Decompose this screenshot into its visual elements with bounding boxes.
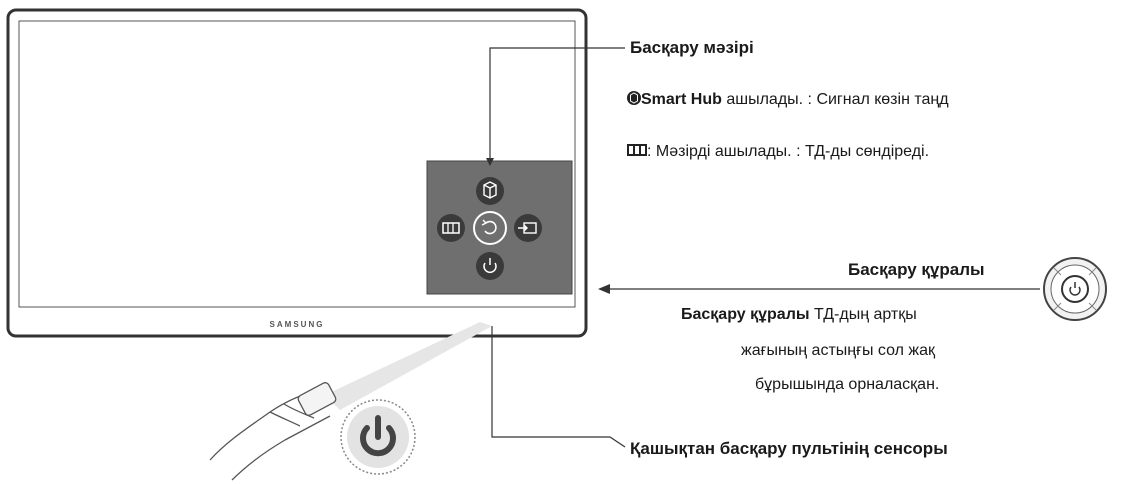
smart-hub-inline-icon	[627, 91, 641, 105]
remote-power-bubble	[340, 399, 416, 475]
control-stick-desc-rest: ТД-дың артқы	[809, 306, 917, 323]
control-stick-desc-line3: бұрышында орналасқан.	[755, 376, 940, 393]
remote-sensor-leader	[491, 326, 626, 448]
hand-with-remote-icon	[209, 382, 337, 481]
control-menu-title: Басқару мәзірі	[630, 38, 754, 57]
control-stick-icon	[1043, 257, 1107, 321]
control-menu-line2-text: : Мәзірді ашылады. : ТД-ды сөндіреді.	[647, 143, 930, 160]
control-stick-title: Басқару құралы	[848, 260, 985, 279]
control-menu-line1: Smart Hub ашылады. : Сигнал көзін таңд	[627, 90, 949, 109]
control-menu-leader	[489, 47, 625, 165]
remote-signal-beam	[325, 322, 492, 410]
smart-hub-label: Smart Hub	[641, 91, 722, 108]
control-stick-desc-line2: жағының астыңғы сол жақ	[741, 342, 936, 359]
remote-sensor-title: Қашықтан басқару пультінің сенсоры	[630, 439, 948, 458]
power-icon	[476, 252, 504, 280]
menu-icon	[437, 214, 465, 242]
source-icon	[514, 214, 542, 242]
control-menu-line2: : Мәзірді ашылады. : ТД-ды сөндіреді.	[627, 143, 929, 161]
return-icon	[473, 211, 507, 245]
smart-hub-icon	[476, 177, 504, 205]
tv-brand-logo: SAMSUNG	[270, 320, 325, 329]
control-stick-desc-bold: Басқару құралы	[681, 306, 810, 323]
menu-inline-icon	[627, 144, 647, 156]
control-stick-desc-line1: Басқару құралы ТД-дың артқы	[681, 306, 917, 324]
control-menu-line1-text: ашылады. : Сигнал көзін таңд	[721, 91, 949, 108]
